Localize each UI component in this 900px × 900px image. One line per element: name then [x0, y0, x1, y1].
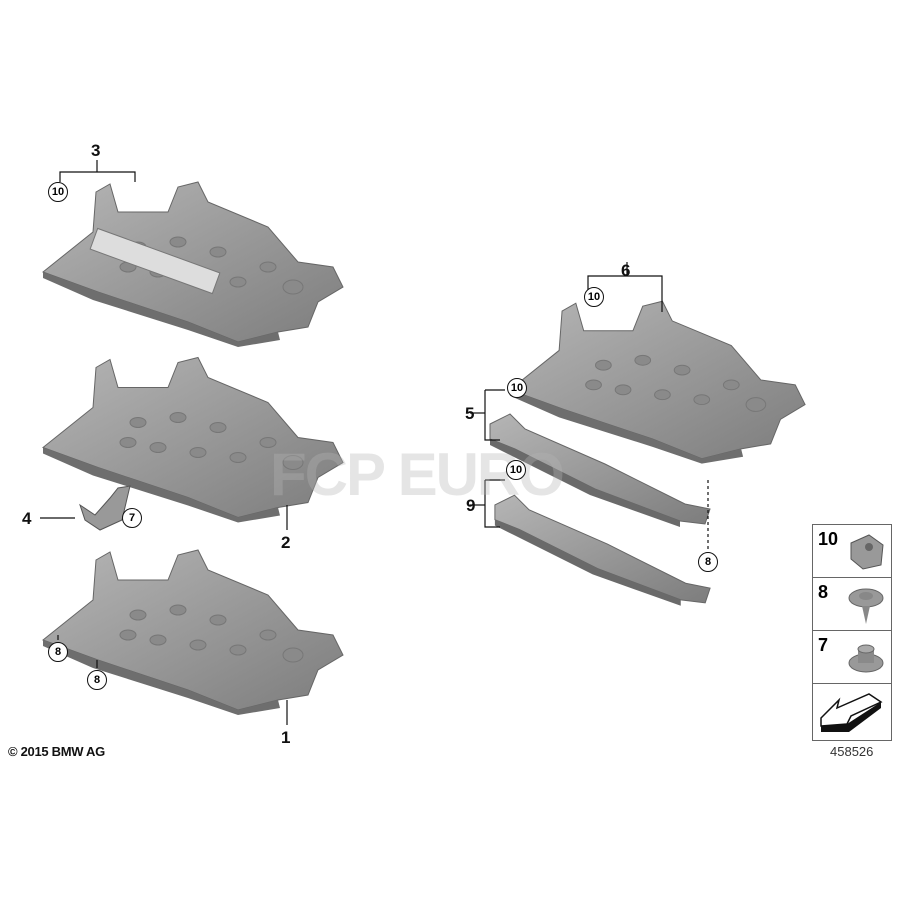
- legend-item: [813, 684, 891, 740]
- callout-6: 6: [621, 261, 631, 280]
- callout-1: 1: [281, 728, 291, 747]
- fastener-legend: 10 8 7: [812, 524, 892, 741]
- copyright: © 2015 BMW AG: [8, 744, 105, 759]
- callout-4: 4: [22, 509, 32, 528]
- callout-3: 3: [91, 141, 101, 160]
- legend-item: 10: [813, 525, 891, 578]
- callout-10: 10: [584, 287, 604, 307]
- callout-8: 8: [698, 552, 718, 572]
- legend-label: 7: [818, 635, 829, 655]
- bracket-4: [79, 485, 131, 531]
- legend-item: 8: [813, 578, 891, 631]
- callout-10: 10: [48, 182, 68, 202]
- legend-label: 8: [818, 582, 829, 602]
- callout-7: 7: [122, 508, 142, 528]
- callout-10: 10: [507, 378, 527, 398]
- underbody-panel-1: [42, 549, 344, 715]
- collar-nut-icon: [848, 644, 884, 673]
- callout-10: 10: [506, 460, 526, 480]
- callout-8: 8: [48, 642, 68, 662]
- callout-8: 8: [87, 670, 107, 690]
- callout-5: 5: [465, 404, 475, 423]
- clip-nut-icon: [850, 534, 884, 570]
- direction-arrow-icon: [820, 693, 883, 732]
- callout-9: 9: [466, 496, 476, 515]
- legend-item: 7: [813, 631, 891, 684]
- diagram-number: 458526: [830, 744, 874, 759]
- callout-2: 2: [281, 533, 291, 552]
- legend-label: 10: [818, 529, 839, 549]
- expanding-rivet-icon: [848, 588, 884, 624]
